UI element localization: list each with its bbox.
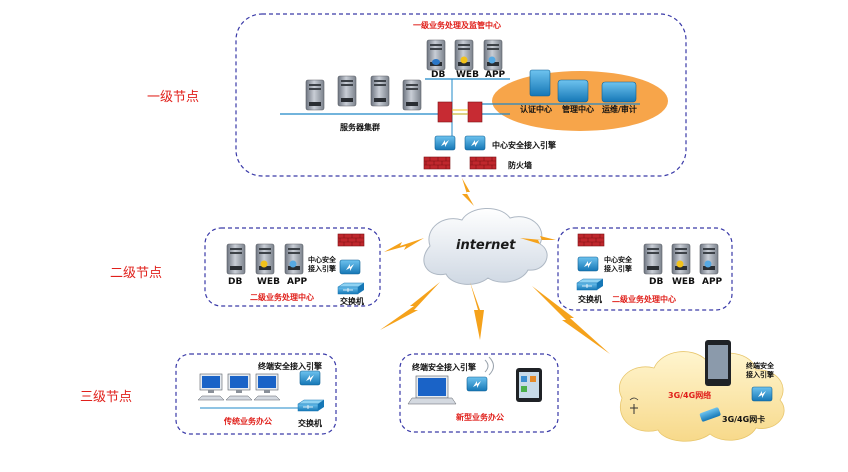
- mid-right-frame: [557, 227, 733, 311]
- mid-left-web-label: WEB: [257, 277, 280, 287]
- app-server-icon: [483, 39, 503, 71]
- mid-left-frame: [204, 227, 381, 307]
- router-left: [437, 101, 453, 123]
- tablet-icon: [516, 368, 542, 402]
- mid-left-app-server: [284, 243, 304, 275]
- bolt-bottom-left: [380, 282, 440, 330]
- bottom-left-engine-label: 终端安全接入引擎: [258, 362, 322, 371]
- firewall-right-icon: [469, 156, 497, 170]
- cluster-server-1: [305, 79, 325, 111]
- mid-left-app-label: APP: [287, 277, 308, 287]
- mid-left-db-label: DB: [228, 277, 243, 287]
- bolt-bottom-mid: [470, 282, 484, 340]
- management-center-label: 管理中心: [562, 105, 594, 114]
- mid-left-firewall-icon: [337, 233, 365, 247]
- bottom-left-frame: [175, 353, 337, 435]
- top-web-label: WEB: [456, 70, 479, 80]
- bottom-right-engine-icon: [751, 386, 773, 402]
- firewall-left-icon: [423, 156, 451, 170]
- top-title: 一级业务处理及监管中心: [413, 21, 501, 30]
- pc-1-icon: [197, 373, 225, 401]
- internet-cloud: [423, 208, 548, 285]
- bottom-mid-engine-icon: [466, 376, 488, 392]
- mid-left-title: 二级业务处理中心: [250, 293, 314, 302]
- auth-center-icon: [529, 69, 551, 97]
- antenna-icon: [629, 397, 639, 414]
- router-right: [467, 101, 483, 123]
- phone-icon: [705, 340, 731, 386]
- bottom-right-engine-label: 终端安全 接入引擎: [746, 362, 774, 379]
- bottom-left-switch-label: 交换机: [298, 419, 322, 428]
- mid-right-db-server: [643, 243, 663, 275]
- bottom-mid-title: 新型业务办公: [456, 413, 504, 422]
- mid-right-engine-icon: [577, 256, 599, 272]
- top-app-servers: [426, 39, 503, 71]
- top-frame: [235, 13, 687, 177]
- ops-audit-label: 运维/审计: [602, 105, 637, 114]
- bottom-mid-frame: [399, 353, 559, 433]
- laptop-icon: [407, 375, 457, 405]
- mid-right-web-label: WEB: [672, 277, 695, 287]
- mid-right-title: 二级业务处理中心: [612, 295, 676, 304]
- firewall-label: 防火墙: [508, 161, 532, 170]
- bottom-left-engine-icon: [299, 370, 321, 386]
- db-server-icon: [426, 39, 446, 71]
- cluster-server-2: [337, 75, 357, 107]
- top-app-label: APP: [485, 70, 506, 80]
- bolt-top: [462, 178, 474, 206]
- center-engine-right-icon: [464, 135, 486, 151]
- management-center-icon: [557, 79, 589, 103]
- mid-right-app-server: [699, 243, 719, 275]
- bottom-mid-engine-label: 终端安全接入引擎: [412, 363, 476, 372]
- pc-3-icon: [253, 373, 281, 401]
- mid-right-engine-label: 中心安全 接入引擎: [604, 256, 632, 273]
- bolt-mid-right: [520, 236, 556, 244]
- mid-right-switch-label: 交换机: [578, 295, 602, 304]
- mid-left-engine-label: 中心安全 接入引擎: [308, 256, 336, 273]
- mid-right-app-label: APP: [702, 277, 723, 287]
- tier-1-label: 一级节点: [147, 90, 200, 105]
- card-label: 3G/4G网卡: [722, 415, 766, 424]
- internet-label: internet: [456, 238, 516, 253]
- bolt-mid-left: [384, 238, 424, 252]
- mobile-network-label: 3G/4G网络: [668, 391, 712, 400]
- bottom-left-switch-icon: [297, 399, 325, 412]
- pc-2-icon: [225, 373, 253, 401]
- mid-right-firewall-icon: [577, 233, 605, 247]
- cluster-server-3: [370, 75, 390, 107]
- mid-left-db-server: [226, 243, 246, 275]
- bolt-bottom-right: [532, 286, 610, 354]
- web-server-icon: [454, 39, 474, 71]
- mid-left-engine-icon: [339, 259, 361, 275]
- tier-3-label: 三级节点: [80, 390, 133, 405]
- mid-right-db-label: DB: [649, 277, 664, 287]
- cluster-label: 服务器集群: [340, 123, 380, 132]
- center-engine-left-icon: [434, 135, 456, 151]
- mid-left-switch-icon: [337, 282, 365, 295]
- ops-audit-icon: [601, 81, 637, 103]
- tier-2-label: 二级节点: [110, 266, 163, 281]
- link-bolts: [380, 178, 610, 354]
- mid-right-switch-icon: [576, 278, 604, 291]
- mid-right-web-server: [671, 243, 691, 275]
- cluster-server-4: [402, 79, 422, 111]
- auth-center-label: 认证中心: [520, 105, 552, 114]
- center-engine-label: 中心安全接入引擎: [492, 141, 556, 150]
- mid-left-switch-label: 交换机: [340, 297, 364, 306]
- top-db-label: DB: [431, 70, 446, 80]
- bottom-left-title: 传统业务办公: [224, 417, 272, 426]
- mobile-network-cloud: [619, 351, 785, 442]
- server-cluster: [305, 75, 422, 111]
- usb-card-icon: [699, 407, 721, 422]
- mid-left-web-server: [255, 243, 275, 275]
